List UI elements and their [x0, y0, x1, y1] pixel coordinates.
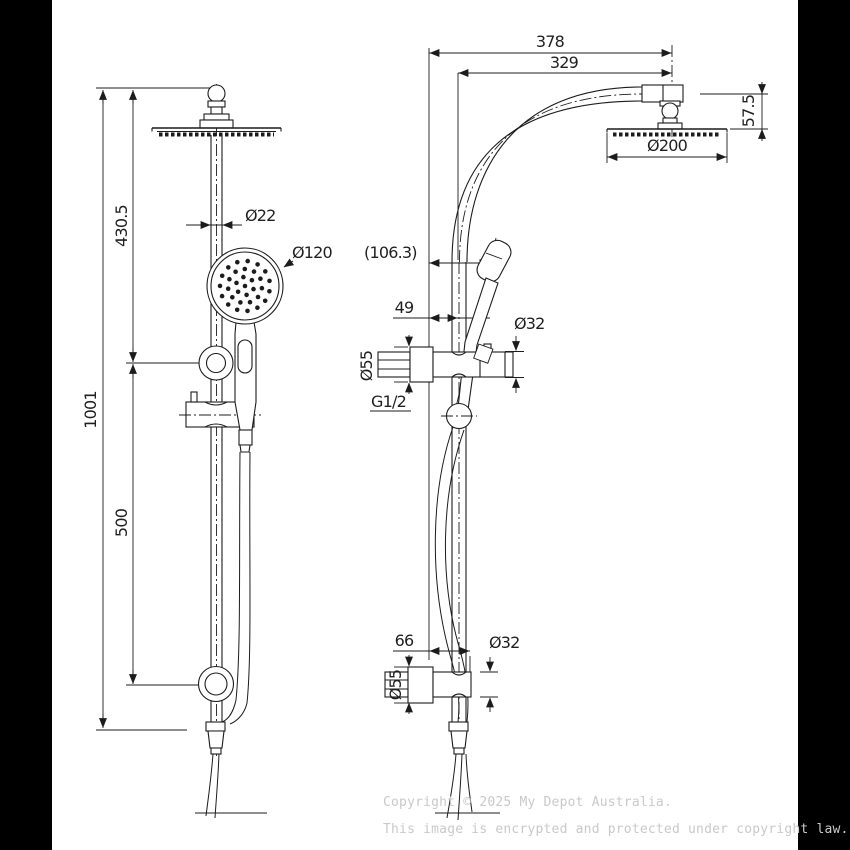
side-gooseneck-arm: [451, 84, 684, 263]
front-overhead-shower: [151, 84, 282, 137]
dim-head-diameter: Ø200: [647, 136, 688, 155]
front-upper-bracket: [198, 345, 234, 381]
side-dimension-labels: 378 329 57.5 Ø200 (106.3) 49 Ø32 Ø55 G1/…: [357, 32, 758, 700]
front-dimension-labels: 1001 430.5 500 Ø22 Ø120: [81, 205, 333, 537]
front-spray-pattern: [217, 258, 272, 314]
dim-thread-size: G1/2: [371, 392, 406, 411]
dim-reach-from-rail: 329: [550, 53, 579, 72]
dim-overall-height: 1001: [81, 391, 100, 429]
dim-lower-flange-diameter: Ø55: [386, 670, 405, 701]
side-upper-bracket: [377, 343, 514, 383]
dim-lower-arm-diameter: Ø32: [489, 633, 520, 652]
front-dimension-lines: [99, 90, 295, 728]
dim-handshower-offset-ref: (106.3): [364, 243, 417, 262]
front-outlet: [195, 721, 267, 819]
dim-rail-diameter: Ø22: [245, 206, 276, 225]
dim-bracket-spacing: 500: [112, 508, 131, 537]
side-view: 378 329 57.5 Ø200 (106.3) 49 Ø32 Ø55 G1/…: [357, 32, 768, 821]
front-hose: [221, 451, 251, 725]
front-hand-shower: [206, 247, 284, 453]
front-extension-lines: [96, 87, 210, 731]
watermark-line1: Copyright © 2025 My Depot Australia.: [383, 795, 672, 810]
front-view: 1001 430.5 500 Ø22 Ø120: [81, 84, 333, 819]
dim-wall-to-rail: 49: [395, 298, 414, 317]
dim-top-to-upper-bracket: 430.5: [112, 205, 131, 247]
side-overhead-shower: [606, 100, 728, 137]
right-black-bar: [798, 0, 850, 850]
dim-upper-arm-diameter: Ø32: [514, 314, 545, 333]
front-rail-tube: [210, 135, 223, 723]
side-diverter-ring: [441, 402, 477, 430]
watermark-line2: This image is encrypted and protected un…: [383, 822, 849, 837]
front-lower-bracket: [197, 665, 235, 703]
dim-handshower-diameter: Ø120: [292, 243, 333, 262]
side-outlet: [435, 721, 500, 821]
dim-upper-flange-diameter: Ø55: [357, 351, 376, 382]
left-black-bar: [0, 0, 52, 850]
dim-lower-arm-length: 66: [395, 631, 414, 650]
side-hand-shower: [451, 237, 512, 425]
side-dimension-lines: [370, 49, 766, 714]
side-lower-bracket: [384, 666, 472, 704]
dim-head-drop: 57.5: [739, 95, 758, 127]
dim-reach-overall: 378: [536, 32, 565, 51]
